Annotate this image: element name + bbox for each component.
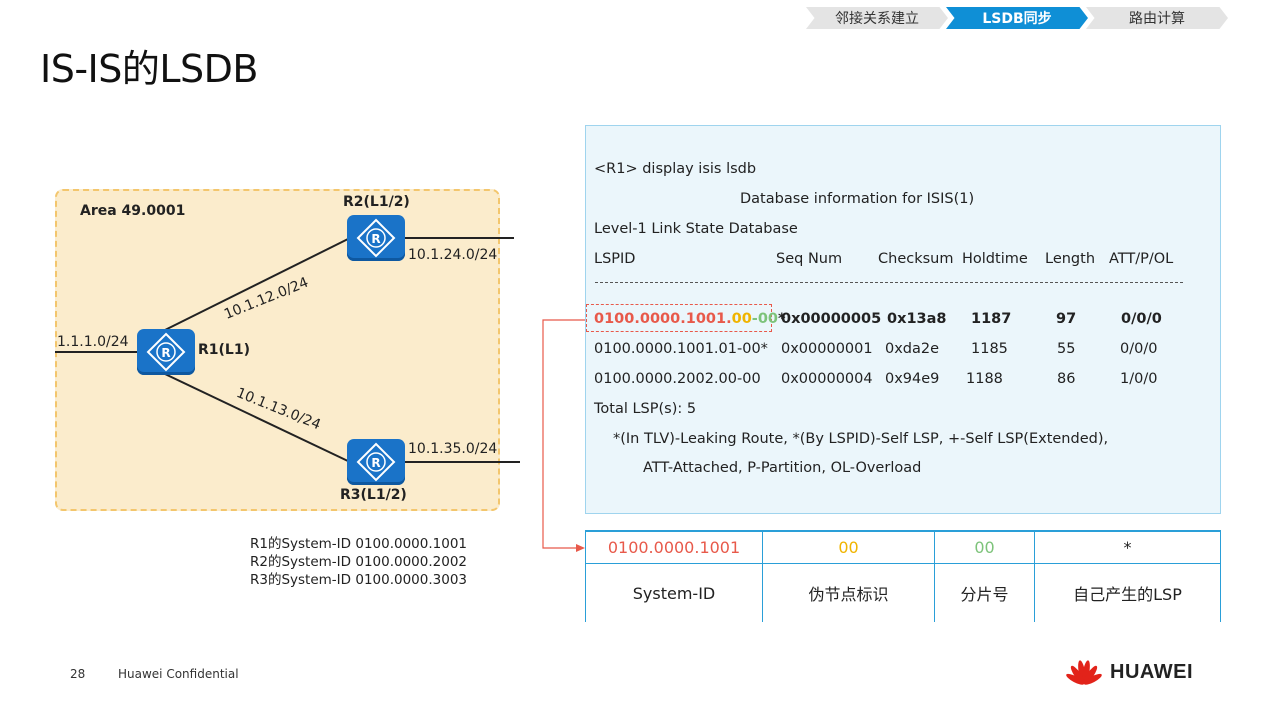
system-id-r3: R3的System-ID 0100.0000.3003	[250, 572, 468, 588]
page-number: 28	[70, 667, 86, 681]
brand-name: HUAWEI	[1110, 661, 1193, 683]
step-lsdb-sync: LSDB同步	[946, 7, 1088, 29]
huawei-logo-icon	[1066, 660, 1102, 685]
link-r2-stub-label: 10.1.24.0/24	[408, 247, 498, 263]
table-cell-length: 86	[1057, 371, 1076, 387]
col-header-att: ATT/P/OL	[1109, 251, 1174, 267]
step-route-calc: 路由计算	[1086, 7, 1228, 29]
process-steps: 邻接关系建立 LSDB同步 路由计算	[806, 7, 1230, 29]
terminal-db-info: Database information for ISIS(1)	[740, 191, 975, 207]
table-cell-att: 0/0/0	[1121, 311, 1162, 327]
table-cell-holdtime: 1188	[966, 371, 1003, 387]
breakdown-value-self: *	[1034, 532, 1221, 563]
breakdown-label-system-id: System-ID	[585, 564, 762, 622]
table-row: 0100.0000.1001 00 00 *	[585, 532, 1221, 564]
table-cell-holdtime: 1185	[971, 341, 1008, 357]
col-header-holdtime: Holdtime	[962, 251, 1028, 267]
breakdown-value-fragment: 00	[934, 532, 1034, 563]
router-icon: R	[356, 442, 396, 482]
table-cell-seq: 0x00000004	[781, 371, 873, 387]
table-row: System-ID 伪节点标识 分片号 自己产生的LSP	[585, 564, 1221, 622]
link-r1-stub-label: 1.1.1.0/24	[57, 334, 129, 350]
lspid-self-mark: *	[778, 311, 786, 327]
table-cell-length: 97	[1056, 311, 1077, 327]
table-cell-seq: 0x00000005	[781, 311, 882, 327]
router-r2: R	[347, 215, 405, 261]
table-row-lspid: 0100.0000.1001.00-00*	[594, 311, 786, 327]
breakdown-label-pseudonode: 伪节点标识	[762, 564, 934, 622]
lspid-dot: .	[726, 311, 732, 327]
lspid-dash: -	[751, 311, 758, 327]
table-cell-seq: 0x00000001	[781, 341, 873, 357]
col-header-seq: Seq Num	[776, 251, 843, 267]
router-r1-label: R1(L1)	[198, 342, 250, 358]
area-label: Area 49.0001	[80, 203, 186, 219]
terminal-command: <R1> display isis lsdb	[594, 161, 757, 177]
router-r1: R	[137, 329, 195, 375]
page-title: IS-IS的LSDB	[40, 47, 259, 91]
router-r3-label: R3(L1/2)	[340, 487, 407, 503]
lspid-system-id: 0100.0000.1001	[594, 311, 727, 327]
table-cell-lspid: 0100.0000.2002.00-00	[594, 371, 761, 387]
system-id-list: R1的System-ID 0100.0000.1001 R2的System-ID…	[250, 535, 467, 589]
link-r1-r3	[164, 373, 351, 463]
step-adjacency: 邻接关系建立	[806, 7, 948, 29]
router-icon: R	[356, 218, 396, 258]
terminal-total: Total LSP(s): 5	[594, 401, 697, 417]
header-divider	[595, 282, 1183, 283]
connector-arrow	[542, 319, 586, 549]
breakdown-label-fragment: 分片号	[934, 564, 1034, 622]
terminal-legend-1: *(In TLV)-Leaking Route, *(By LSPID)-Sel…	[613, 431, 1109, 447]
col-header-checksum: Checksum	[878, 251, 954, 267]
link-r3-stub-label: 10.1.35.0/24	[408, 441, 498, 457]
router-r2-label: R2(L1/2)	[343, 194, 410, 210]
router-icon: R	[146, 332, 186, 372]
breakdown-value-system-id: 0100.0000.1001	[585, 532, 762, 563]
table-cell-lspid: 0100.0000.1001.01-00*	[594, 341, 768, 357]
breakdown-value-pseudonode: 00	[762, 532, 934, 563]
table-cell-att: 1/0/0	[1120, 371, 1158, 387]
breakdown-label-self: 自己产生的LSP	[1034, 564, 1221, 622]
lspid-fragment: 00	[757, 311, 779, 327]
area-box	[55, 189, 500, 511]
svg-text:R: R	[371, 456, 380, 470]
link-r1-r2	[164, 237, 351, 331]
lspid-highlight	[586, 304, 772, 332]
lspid-breakdown-table: 0100.0000.1001 00 00 * System-ID 伪节点标识 分…	[585, 530, 1221, 622]
table-cell-checksum: 0xda2e	[885, 341, 940, 357]
table-cell-checksum: 0x13a8	[887, 311, 947, 327]
terminal-level: Level-1 Link State Database	[594, 221, 798, 237]
terminal-legend-2: ATT-Attached, P-Partition, OL-Overload	[643, 460, 922, 476]
system-id-r1: R1的System-ID 0100.0000.1001	[250, 536, 468, 552]
confidential-note: Huawei Confidential	[118, 667, 239, 681]
table-cell-length: 55	[1057, 341, 1076, 357]
terminal-output	[585, 125, 1221, 514]
table-cell-att: 0/0/0	[1120, 341, 1158, 357]
table-cell-checksum: 0x94e9	[885, 371, 940, 387]
col-header-length: Length	[1045, 251, 1096, 267]
svg-text:R: R	[371, 232, 380, 246]
router-r3: R	[347, 439, 405, 485]
connector-arrowhead	[576, 544, 585, 552]
system-id-r2: R2的System-ID 0100.0000.2002	[250, 554, 468, 570]
svg-text:R: R	[161, 346, 170, 360]
lspid-pseudonode: 00	[731, 311, 752, 327]
col-header-lspid: LSPID	[594, 251, 636, 267]
table-cell-holdtime: 1187	[971, 311, 1012, 327]
